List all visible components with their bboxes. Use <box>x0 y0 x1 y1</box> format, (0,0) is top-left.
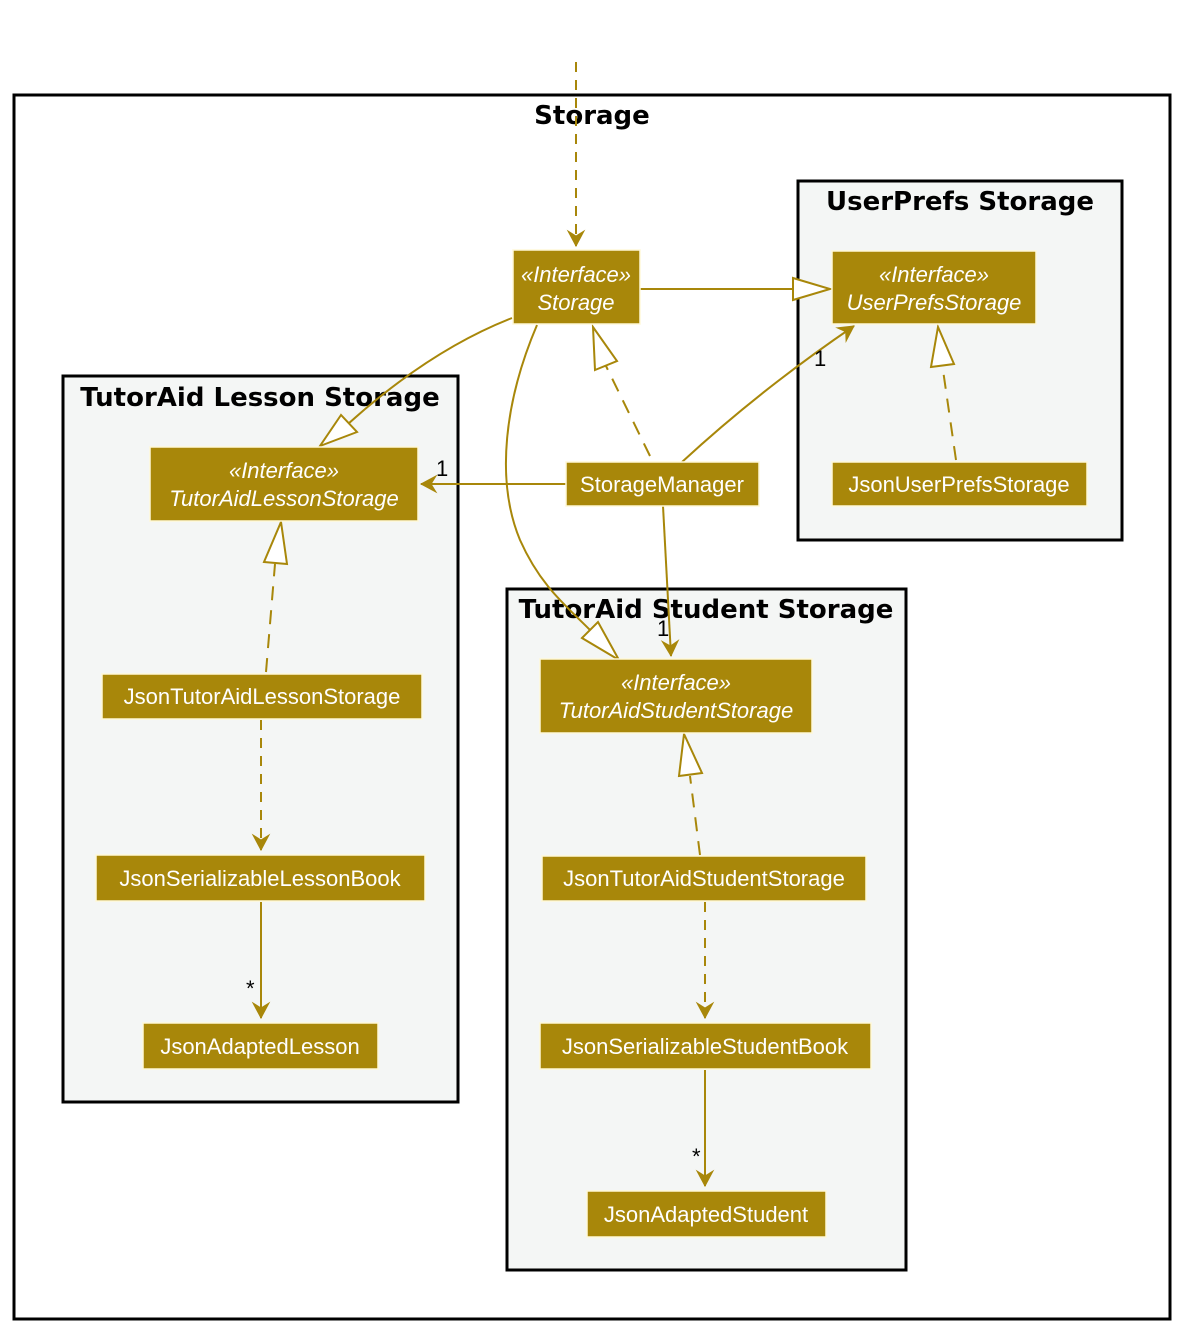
class-json-student-book[interactable]: JsonSerializableStudentBook <box>539 1022 872 1070</box>
class-json-student-storage[interactable]: JsonTutorAidStudentStorage <box>541 855 867 902</box>
manager-implements-storage-head <box>591 323 619 372</box>
class-name: JsonTutorAidLessonStorage <box>124 684 401 709</box>
class-storage[interactable]: «Interface» Storage <box>512 249 641 325</box>
class-json-lesson-book[interactable]: JsonSerializableLessonBook <box>95 854 426 902</box>
class-name: JsonAdaptedStudent <box>604 1202 808 1227</box>
jsonstudent-implements-head <box>677 730 704 778</box>
storage-extends-lesson <box>347 317 513 425</box>
class-json-lesson-storage[interactable]: JsonTutorAidLessonStorage <box>101 673 423 720</box>
class-json-adapted-lesson[interactable]: JsonAdaptedLesson <box>142 1022 379 1070</box>
manager-uses-student <box>660 505 680 658</box>
class-storage-manager[interactable]: StorageManager <box>565 461 760 507</box>
class-name: StorageManager <box>580 472 744 497</box>
jsonlesson-implements <box>265 563 276 673</box>
class-stereotype: «Interface» <box>521 262 631 287</box>
storage-extends-student <box>504 324 591 631</box>
storage-extends-student-head <box>580 620 622 663</box>
mult-userprefs: 1 <box>814 346 826 371</box>
manager-uses-userprefs <box>681 325 855 463</box>
class-json-userprefs[interactable]: JsonUserPrefsStorage <box>831 461 1088 507</box>
class-json-adapted-student[interactable]: JsonAdaptedStudent <box>586 1190 827 1238</box>
mult-lesson: 1 <box>436 456 448 481</box>
userprefs-package-title: UserPrefs Storage <box>826 187 1094 217</box>
student-package-title: TutorAid Student Storage <box>519 595 894 625</box>
jsonuserprefs-implements <box>942 369 957 461</box>
mult-lessons: * <box>246 976 255 1001</box>
manager-implements-storage <box>605 365 651 457</box>
jsonuserprefs-implements-head <box>929 323 956 369</box>
mult-student: 1 <box>657 616 669 641</box>
jsonlesson-implements-head <box>262 518 289 566</box>
mult-students: * <box>692 1144 701 1169</box>
storage-extends-userprefs-head <box>792 276 834 302</box>
storage-extends-lesson-head <box>317 413 359 449</box>
class-student-storage[interactable]: «Interface» TutorAidStudentStorage <box>539 658 813 734</box>
class-userprefs-storage[interactable]: «Interface» UserPrefsStorage <box>831 250 1037 325</box>
class-name: JsonSerializableLessonBook <box>119 866 401 891</box>
class-stereotype: «Interface» <box>229 458 339 483</box>
jsonstudent-implements <box>689 775 701 856</box>
storage-package-title: Storage <box>534 101 650 131</box>
class-stereotype: «Interface» <box>879 262 989 287</box>
class-name: Storage <box>537 290 614 315</box>
class-name: UserPrefsStorage <box>847 290 1022 315</box>
class-name: JsonSerializableStudentBook <box>562 1034 849 1059</box>
class-lesson-storage[interactable]: «Interface» TutorAidLessonStorage <box>149 446 419 522</box>
class-name: TutorAidLessonStorage <box>169 486 399 511</box>
class-stereotype: «Interface» <box>621 670 731 695</box>
class-name: JsonUserPrefsStorage <box>848 472 1069 497</box>
lesson-package-title: TutorAid Lesson Storage <box>80 383 439 413</box>
class-name: JsonAdaptedLesson <box>160 1034 359 1059</box>
class-name: JsonTutorAidStudentStorage <box>563 866 845 891</box>
class-name: TutorAidStudentStorage <box>559 698 793 723</box>
